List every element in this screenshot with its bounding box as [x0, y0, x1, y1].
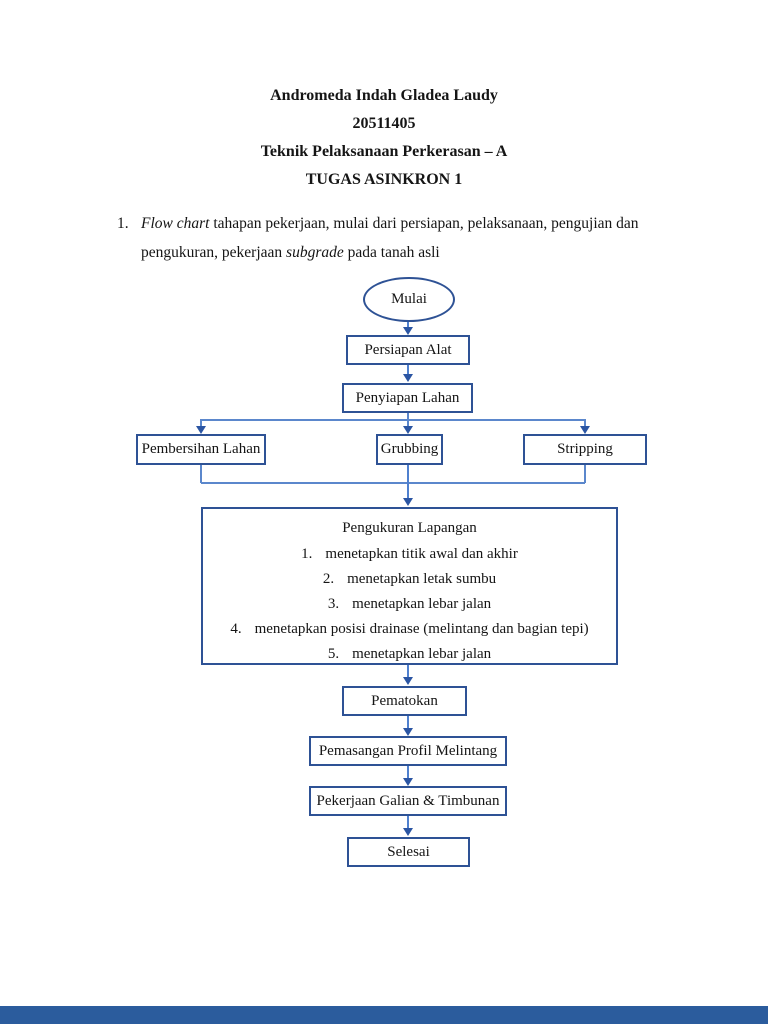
connector-hline — [201, 482, 585, 484]
pengukuran-title: Pengukuran Lapangan — [342, 520, 477, 536]
student-id: 20511405 — [352, 115, 416, 132]
intro-line-1-text: tahapan pekerjaan, mulai dari persiapan,… — [209, 215, 639, 232]
course-title: Teknik Pelaksanaan Perkerasan – A — [260, 143, 508, 160]
author-name: Andromeda Indah Gladea Laudy — [270, 87, 498, 104]
item-label: menetapkan letak sumbu — [347, 571, 497, 587]
arrow-shaft — [407, 365, 409, 375]
arrow-down-icon — [580, 426, 590, 434]
document-header: Andromeda Indah Gladea Laudy 20511405 Te… — [0, 82, 768, 194]
arrow-down-icon — [403, 374, 413, 382]
pengukuran-item: 5. menetapkan lebar jalan — [203, 642, 616, 667]
node-pekerjaan-galian-label: Pekerjaan Galian & Timbunan — [316, 792, 500, 809]
node-pekerjaan-galian: Pekerjaan Galian & Timbunan — [309, 786, 507, 816]
node-stripping: Stripping — [523, 434, 647, 465]
arrow-shaft — [407, 766, 409, 778]
connector-hline — [201, 419, 585, 421]
arrow-shaft — [407, 322, 409, 328]
arrow-down-icon — [403, 426, 413, 434]
arrow-shaft — [407, 816, 409, 828]
pengukuran-item: 3. menetapkan lebar jalan — [203, 592, 616, 617]
arrow-shaft — [407, 716, 409, 728]
item-label: menetapkan posisi drainase (melintang da… — [254, 621, 589, 637]
pengukuran-item: 4. menetapkan posisi drainase (melintang… — [203, 617, 616, 642]
node-grubbing: Grubbing — [376, 434, 443, 465]
node-pematokan-label: Pematokan — [371, 692, 438, 709]
intro-line-2-text: pada tanah asli — [343, 244, 440, 261]
node-pemasangan-profil-label: Pemasangan Profil Melintang — [318, 742, 498, 759]
arrow-down-icon — [403, 498, 413, 506]
arrow-down-icon — [403, 677, 413, 685]
arrow-shaft — [407, 465, 409, 498]
node-pembersihan-lahan: Pembersihan Lahan — [136, 434, 266, 465]
item-number: 1. — [301, 546, 313, 562]
pengukuran-item: 1. menetapkan titik awal dan akhir — [203, 542, 616, 567]
arrow-down-icon — [403, 778, 413, 786]
connector-vline — [407, 413, 409, 419]
node-penyiapan-lahan: Penyiapan Lahan — [342, 383, 473, 413]
arrow-down-icon — [403, 327, 413, 335]
viewer-bottom-bar — [0, 1006, 768, 1024]
node-mulai-label: Mulai — [391, 291, 427, 307]
arrow-shaft — [407, 665, 409, 677]
item-label: menetapkan lebar jalan — [352, 646, 492, 662]
item-label: menetapkan titik awal dan akhir — [325, 546, 518, 562]
node-selesai: Selesai — [347, 837, 470, 867]
item-number: 2. — [322, 571, 335, 587]
subgrade-italic: subgrade — [286, 244, 344, 261]
item-number: 5. — [327, 646, 340, 662]
item-number: 4. — [230, 621, 242, 637]
arrow-down-icon — [403, 728, 413, 736]
node-pengukuran-lapangan: Pengukuran Lapangan 1. menetapkan titik … — [201, 507, 618, 665]
pengukuran-item: 2. menetapkan letak sumbu — [203, 567, 616, 592]
flow-chart-italic: Flow chart — [141, 215, 210, 232]
connector-vline — [200, 419, 202, 427]
arrow-down-icon — [196, 426, 206, 434]
node-pembersihan-lahan-label: Pembersihan Lahan — [141, 441, 261, 457]
connector-vline — [407, 419, 409, 427]
connector-vline — [200, 465, 202, 483]
arrow-down-icon — [403, 828, 413, 836]
item-number: 3. — [327, 596, 340, 612]
node-persiapan-alat-label: Persiapan Alat — [364, 341, 452, 358]
node-pemasangan-profil: Pemasangan Profil Melintang — [309, 736, 507, 766]
assignment-title: TUGAS ASINKRON 1 — [305, 171, 463, 188]
node-persiapan-alat: Persiapan Alat — [346, 335, 470, 365]
node-selesai-label: Selesai — [387, 843, 430, 860]
item-label: menetapkan lebar jalan — [352, 596, 492, 612]
intro-line-2: pengukuran, pekerjaan subgrade pada tana… — [141, 244, 440, 262]
intro-line-1: Flow chart tahapan pekerjaan, mulai dari… — [141, 215, 639, 233]
connector-vline — [584, 419, 586, 427]
node-pematokan: Pematokan — [342, 686, 467, 716]
node-grubbing-label: Grubbing — [380, 441, 439, 457]
node-stripping-label: Stripping — [557, 441, 613, 457]
intro-line-2-pre: pengukuran, pekerjaan — [141, 244, 287, 261]
node-mulai: Mulai — [363, 277, 455, 322]
connector-vline — [584, 465, 586, 483]
list-number: 1. — [117, 215, 129, 232]
node-penyiapan-lahan-label: Penyiapan Lahan — [355, 389, 460, 406]
